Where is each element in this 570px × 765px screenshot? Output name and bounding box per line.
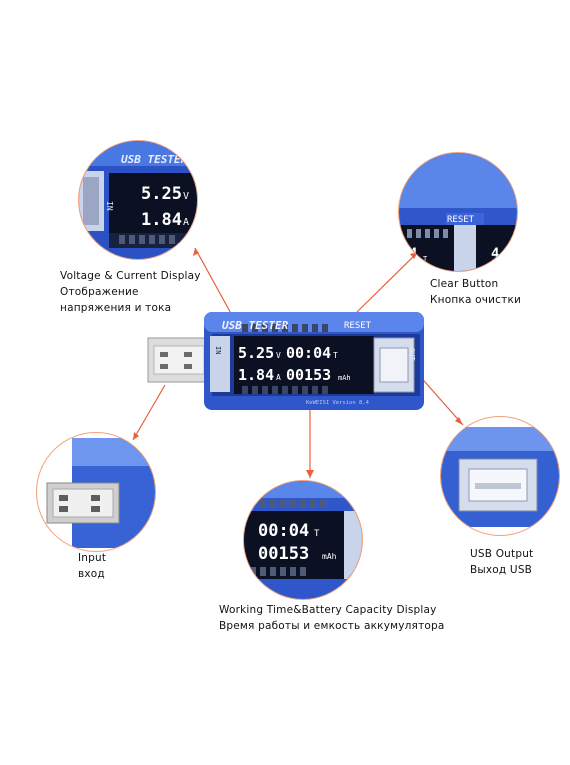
clear-button-label-en: Clear Button — [430, 278, 499, 290]
svg-text:5.25: 5.25 — [141, 184, 182, 204]
usb-output-label-en: USB Output — [470, 548, 534, 560]
input-label: Input вход — [78, 550, 106, 582]
svg-text:mAh: mAh — [338, 374, 351, 382]
input-label-ru: вход — [78, 568, 105, 580]
usb-output-label-ru: Выход USB — [470, 564, 533, 576]
svg-text:T: T — [314, 529, 320, 539]
clear-button-label-ru: Кнопка очистки — [430, 294, 522, 306]
voltage-current-label-en: Voltage & Current Display — [60, 270, 201, 282]
arrow-usb-output — [455, 417, 463, 425]
svg-text:OUT: OUT — [408, 348, 416, 361]
svg-text:T: T — [333, 351, 338, 360]
svg-text:A: A — [276, 373, 281, 382]
zoom-clear-button: RESET 4 T 4 — [398, 152, 518, 272]
working-time-label-en: Working Time&Battery Capacity Display — [219, 604, 437, 616]
arrow-voltage-current — [193, 248, 199, 256]
zoom-clear-button-image: RESET 4 T 4 — [399, 153, 517, 271]
working-time-label-ru: Время работы и емкость аккумулятора — [219, 620, 445, 632]
svg-text:4: 4 — [491, 246, 499, 262]
arrow-input — [133, 432, 139, 440]
lcd-current: 1.84 — [238, 366, 274, 384]
zoom-working-time: 00:04 T 00153 mAh — [243, 480, 363, 600]
clear-button-label: Clear Button Кнопка очистки — [430, 276, 521, 308]
voltage-current-label-ru2: напряжения и тока — [60, 302, 172, 314]
lcd-voltage: 5.25 — [238, 344, 274, 362]
voltage-current-label-ru1: Отображение — [60, 286, 139, 298]
zoom-reset-text: RESET — [447, 215, 475, 225]
svg-text:V: V — [276, 351, 281, 360]
zoom-usb-output-image — [441, 427, 559, 527]
line-clear-button — [356, 251, 419, 313]
voltage-current-label: Voltage & Current Display Отображение на… — [60, 268, 201, 316]
lcd-capacity: 00153 — [286, 366, 331, 384]
device-reset-text: RESET — [344, 321, 372, 331]
zoom-input-image — [46, 438, 155, 548]
working-time-label: Working Time&Battery Capacity Display Вр… — [219, 602, 445, 634]
device-brand-text: USB TESTER — [222, 319, 289, 332]
usb-tester-image: IN OUT USB TESTER RESET 5.25 V 00:04 T 1… — [147, 312, 424, 410]
svg-text:00:04: 00:04 — [258, 521, 309, 541]
usb-tester-device: IN OUT USB TESTER RESET 5.25 V 00:04 T 1… — [146, 300, 426, 415]
zoom-working-time-image: 00:04 T 00153 mAh — [244, 481, 362, 599]
svg-text:IN: IN — [214, 346, 222, 354]
svg-text:V: V — [183, 191, 189, 202]
input-label-en: Input — [78, 552, 107, 564]
zoom-input — [36, 432, 156, 552]
line-input — [132, 384, 166, 441]
svg-text:IN: IN — [105, 201, 114, 211]
lcd-time: 00:04 — [286, 344, 331, 362]
svg-text:T: T — [423, 255, 428, 263]
usb-output-label: USB Output Выход USB — [470, 546, 533, 578]
svg-text:A: A — [183, 217, 189, 228]
zoom-brand-text: USB TESTER — [121, 153, 188, 166]
svg-text:mAh: mAh — [322, 552, 337, 561]
svg-text:00153: 00153 — [258, 544, 309, 564]
svg-text:1.84: 1.84 — [141, 210, 182, 230]
device-version-text: KeWEISI Version 8.4 — [306, 400, 370, 406]
zoom-voltage-current: USB TESTER 5.25 V 1.84 A IN — [78, 140, 198, 260]
arrow-working-time — [306, 470, 314, 478]
zoom-usb-output — [440, 416, 560, 536]
zoom-voltage-current-image: USB TESTER 5.25 V 1.84 A IN — [79, 141, 197, 259]
